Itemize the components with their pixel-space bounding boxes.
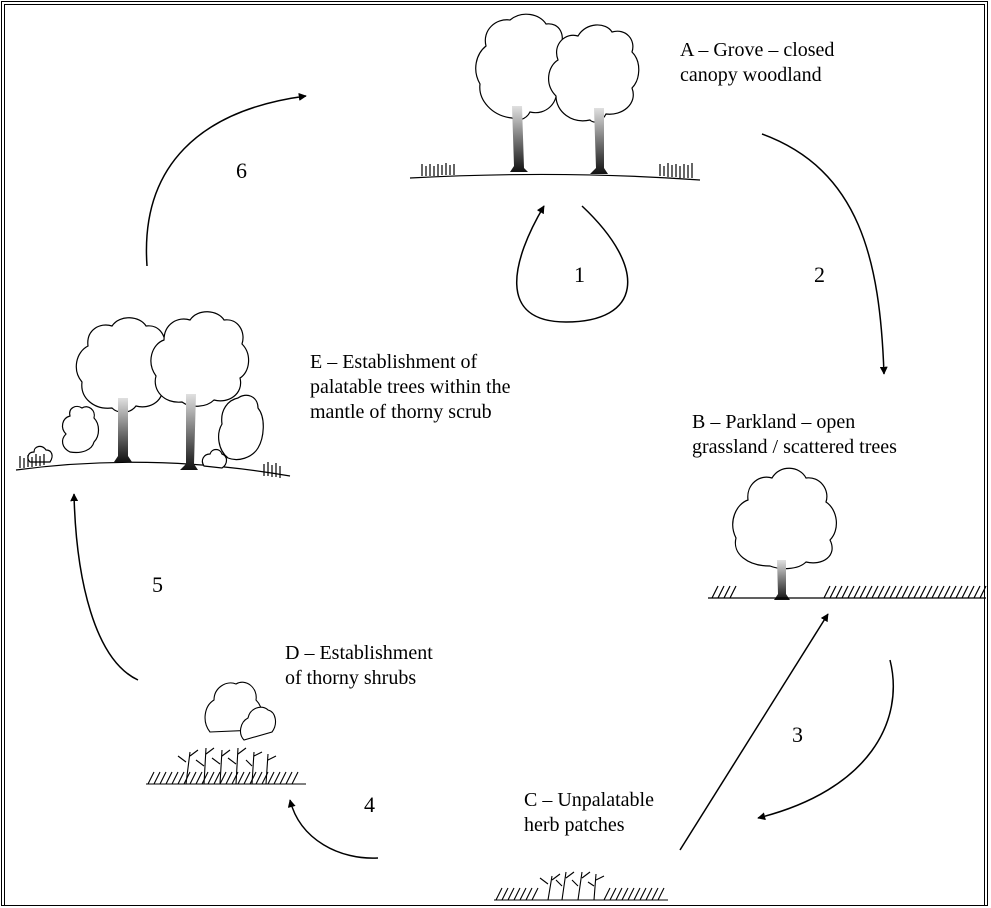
stage-e-line-1: E – Establishment of: [310, 351, 478, 373]
canopy: [150, 311, 250, 407]
thorny-shrub-illustration: [146, 681, 306, 785]
stage-a-line-2: canopy woodland: [680, 64, 822, 86]
scrub-bush: [61, 405, 100, 454]
canopy: [475, 13, 567, 121]
stage-e-line-2: palatable trees within the: [310, 376, 511, 398]
thorny-stems: [177, 747, 277, 785]
grass-tuft: [659, 163, 693, 178]
grass-tuft: [421, 163, 455, 176]
arrow-c-to-b: [679, 613, 829, 851]
canopy: [239, 706, 277, 741]
stage-e-label: E – Establishment of palatable trees wit…: [310, 350, 510, 425]
transition-number-4: 4: [364, 792, 375, 817]
stage-c-line-1: C – Unpalatable: [524, 789, 654, 811]
transition-number-3: 3: [792, 722, 803, 747]
canopy: [732, 467, 837, 570]
stage-a-line-1: A – Grove – closed: [680, 39, 835, 61]
stage-c-label: C – Unpalatable herb patches: [524, 788, 654, 838]
arrow-1: [516, 205, 629, 323]
trunk: [774, 560, 790, 600]
canopy: [548, 24, 640, 123]
scrub-bush: [201, 448, 228, 469]
arrow-6: [145, 92, 307, 267]
stage-d-line-1: D – Establishment: [285, 642, 433, 664]
arrow-4: [287, 799, 379, 859]
stage-e-line-3: mantle of thorny scrub: [310, 401, 492, 423]
grass-tuft: [263, 462, 281, 478]
stage-d-line-2: of thorny shrubs: [285, 667, 417, 689]
stage-d-label: D – Establishment of thorny shrubs: [285, 641, 433, 691]
stage-b-line-1: B – Parkland – open: [692, 411, 856, 433]
grass-patch: [495, 887, 665, 901]
trunk: [114, 398, 132, 462]
trunk: [180, 394, 198, 470]
grove-illustration: [409, 13, 701, 181]
trunk: [510, 106, 528, 172]
herb-stems: [539, 871, 605, 901]
arrow-3: [757, 659, 894, 821]
transition-number-2: 2: [814, 262, 825, 287]
ground-line: [409, 173, 701, 181]
transition-number-1: 1: [574, 262, 585, 287]
grass-patch: [711, 585, 737, 599]
grass-patch: [823, 585, 987, 599]
arrow-2: [761, 133, 888, 375]
canopy: [75, 317, 172, 413]
stage-b-label: B – Parkland – open grassland / scattere…: [692, 410, 897, 460]
transition-number-5: 5: [152, 572, 163, 597]
grass-patch: [147, 771, 299, 785]
transition-number-6: 6: [236, 158, 247, 183]
trunk: [590, 108, 608, 174]
herb-patch-illustration: [494, 871, 668, 901]
palatable-trees-illustration: [15, 311, 291, 478]
canopy: [218, 394, 264, 461]
ground-line: [15, 461, 291, 477]
stage-b-line-2: grassland / scattered trees: [692, 436, 897, 458]
transition-arrows: [70, 92, 894, 859]
stage-a-label: A – Grove – closed canopy woodland: [680, 38, 834, 88]
stage-c-line-2: herb patches: [524, 814, 625, 836]
inner-border: [4, 4, 985, 905]
parkland-illustration: [708, 467, 987, 600]
arrow-5: [70, 493, 139, 681]
grass-tuft: [19, 454, 45, 468]
